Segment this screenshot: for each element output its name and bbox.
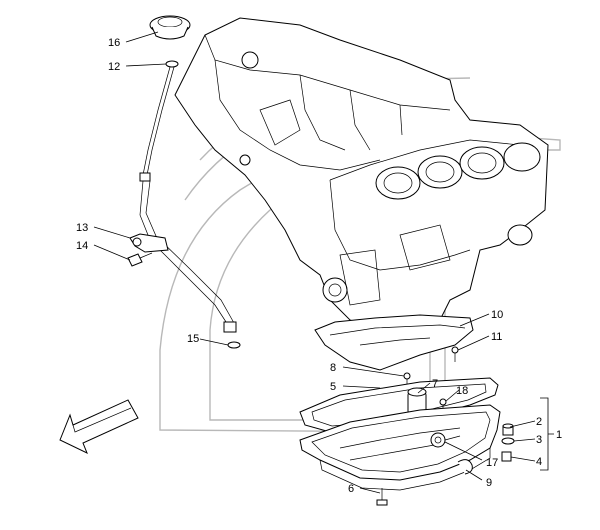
callout-9: 9 <box>486 477 492 489</box>
callout-4: 4 <box>536 456 542 468</box>
callout-15: 15 <box>187 333 199 345</box>
oil-pan-gasket <box>299 377 499 433</box>
callout-18: 18 <box>456 385 468 397</box>
leader-lines <box>93 31 536 494</box>
oil-filler-cap <box>149 15 191 40</box>
front-direction-arrow <box>59 399 139 455</box>
callout-8: 8 <box>330 362 336 374</box>
callout-labels: 16 12 13 14 15 10 11 8 7 5 18 2 3 1 4 17… <box>76 37 562 495</box>
group-bracket <box>540 397 554 471</box>
drain-plug-set <box>501 423 515 462</box>
callout-6: 6 <box>348 483 354 495</box>
callout-5: 5 <box>330 381 336 393</box>
retaining-clip <box>457 459 473 475</box>
callout-12: 12 <box>108 61 120 73</box>
bolt-6 <box>376 488 388 506</box>
bolt-11 <box>451 346 459 362</box>
callout-3: 3 <box>536 434 542 446</box>
callout-1: 1 <box>556 429 562 441</box>
callout-17: 17 <box>486 457 498 469</box>
callout-2: 2 <box>536 416 542 428</box>
callout-16: 16 <box>108 37 120 49</box>
oil-baffle-plate <box>314 314 474 371</box>
oil-pan <box>299 404 501 491</box>
engine-block <box>174 17 549 331</box>
callout-7: 7 <box>432 378 438 390</box>
dipstick-assembly <box>127 60 241 349</box>
callout-11: 11 <box>491 331 502 343</box>
callout-10: 10 <box>491 309 503 321</box>
callout-14: 14 <box>76 240 88 252</box>
callout-13: 13 <box>76 222 88 234</box>
